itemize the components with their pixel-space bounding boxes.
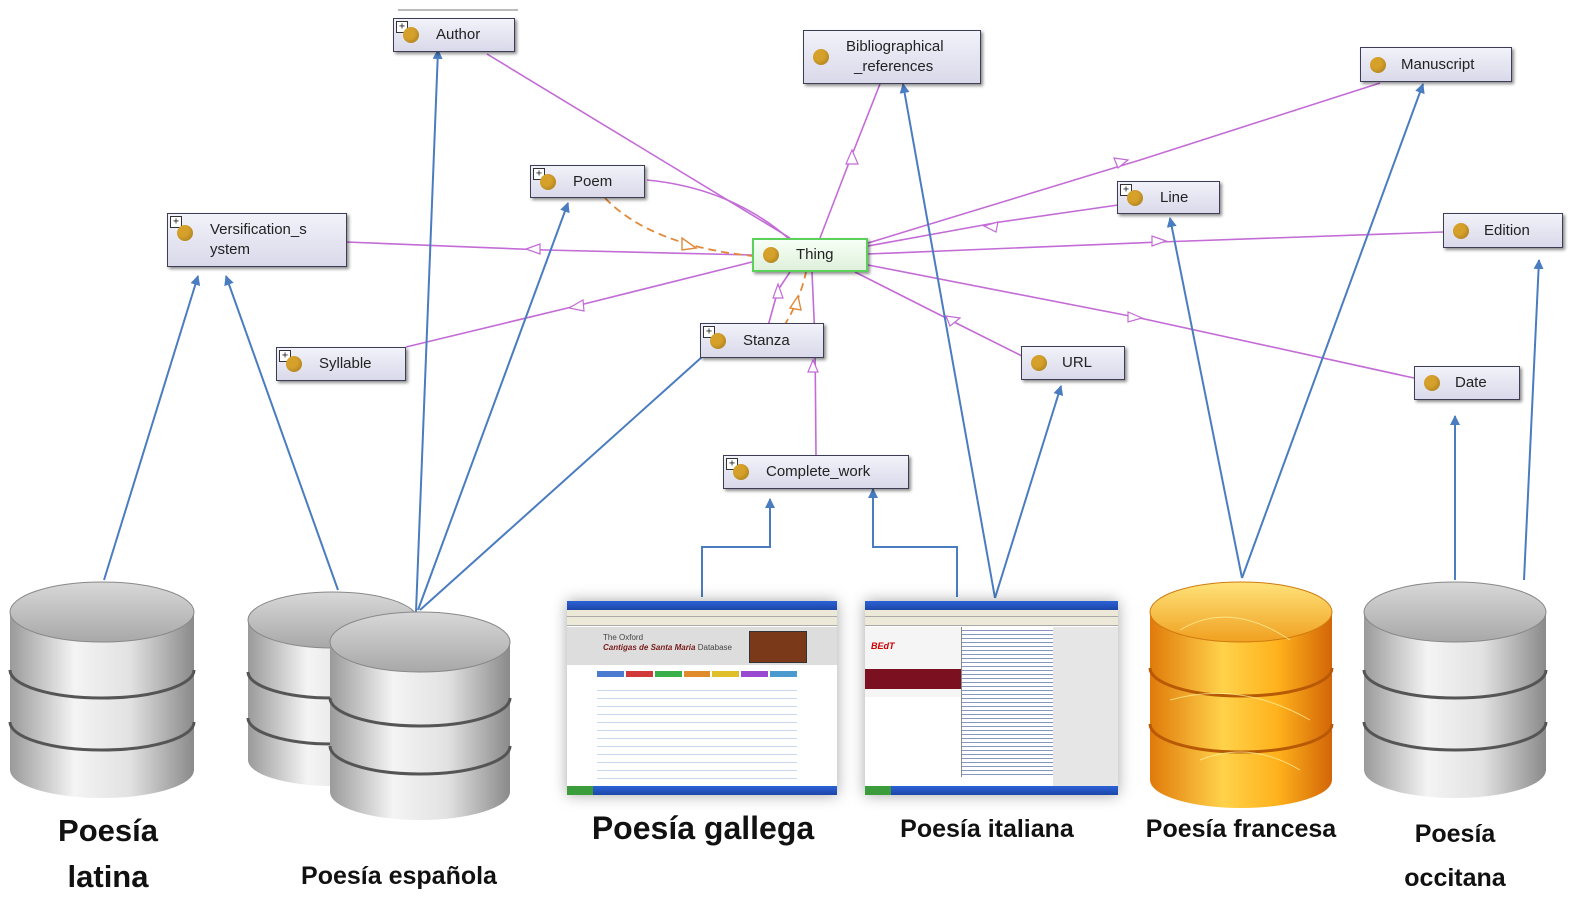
node-label: Syllable (319, 355, 372, 372)
arrowhead-stanza-inferred (788, 294, 802, 311)
arrowhead-line (982, 221, 999, 233)
node-url[interactable]: URL (1021, 346, 1125, 380)
mapping-arrows (103, 49, 1544, 613)
arrowhead-versification (524, 243, 541, 255)
node-poem[interactable]: + Poem (530, 165, 645, 198)
arrow-occitana-edition (1523, 259, 1544, 581)
node-label: Thing (796, 246, 834, 263)
label-poesia-italiana: Poesía italiana (900, 815, 1074, 843)
arrowhead-manuscript (1113, 157, 1130, 169)
label-poesia-espanola: Poesía española (301, 862, 497, 890)
node-label: Line (1160, 188, 1189, 206)
class-icon (710, 332, 726, 349)
node-edition[interactable]: Edition (1443, 213, 1563, 248)
arrow-espanola-stanza (419, 347, 713, 611)
edge-thing-versification (345, 241, 753, 256)
node-thing[interactable]: Thing (752, 238, 868, 272)
gallega-title-line2: Cantigas de Santa Maria Database (603, 643, 732, 652)
node-syllable[interactable]: + Syllable (276, 347, 406, 381)
class-icon (540, 173, 556, 190)
arrowhead-complete (807, 358, 819, 373)
node-label: Complete_work (766, 463, 871, 480)
arrowhead-syllable (567, 299, 585, 312)
edge-thing-author (486, 53, 791, 239)
arrow-francesa-line (1166, 217, 1243, 579)
node-date[interactable]: Date (1414, 366, 1520, 400)
arrow-espanola-poem (417, 202, 570, 611)
ontology-edge-arrowheads (524, 148, 1168, 373)
node-label: Edition (1484, 221, 1530, 239)
database-espanola-front-icon (328, 611, 512, 820)
node-manuscript[interactable]: Manuscript (1360, 47, 1512, 82)
edge-stanza-thing-inferred (783, 271, 807, 327)
inferred-arrowheads (681, 236, 802, 311)
node-label: URL (1062, 354, 1093, 371)
arrowhead-stanza (772, 282, 784, 299)
gallega-database-screenshot: The Oxford Cantigas de Santa Maria Datab… (567, 601, 837, 795)
arrow-francesa-manuscript (1241, 83, 1425, 579)
arrow-espanola-author (415, 49, 443, 613)
class-icon (1453, 222, 1469, 239)
gallega-title-line1: The Oxford (603, 633, 644, 642)
class-icon (403, 27, 419, 43)
node-label: Stanza (743, 331, 790, 349)
node-label: Poem (573, 172, 613, 190)
edge-thing-poem (646, 179, 789, 239)
node-label: Author (436, 26, 481, 43)
arrowhead-poem-inferred (681, 236, 698, 251)
node-complete-work[interactable]: + Complete_work (723, 455, 909, 489)
node-author[interactable]: + Author (393, 18, 515, 52)
edge-poem-thing-inferred (604, 197, 753, 257)
class-icon (1031, 355, 1047, 371)
ontology-edges (345, 53, 1444, 456)
italiana-logo: BEdT (871, 641, 895, 651)
node-versification-system[interactable]: + Versification_s ystem (167, 213, 347, 267)
node-line[interactable]: + Line (1117, 181, 1220, 214)
database-francesa-icon (1148, 581, 1334, 808)
edge-thing-manuscript (867, 82, 1381, 244)
italiana-database-screenshot: BEdT (865, 601, 1118, 795)
arrow-italiana-url (994, 385, 1064, 599)
class-icon (813, 49, 829, 65)
class-icon (733, 464, 749, 480)
arrow-latina-versification (103, 275, 201, 581)
database-latina-icon (8, 581, 196, 798)
label-poesia-francesa: Poesía francesa (1145, 815, 1337, 843)
database-occitana-icon (1362, 581, 1548, 798)
edge-thing-line (867, 204, 1119, 247)
edge-thing-stanza-a (767, 271, 791, 327)
arrow-espanola-versification (224, 275, 339, 591)
class-icon (1370, 56, 1386, 73)
class-icon (1127, 189, 1143, 206)
label-poesia-gallega: Poesía gallega (591, 810, 815, 846)
class-icon (286, 356, 302, 372)
node-label: Date (1455, 374, 1487, 391)
arrowhead-date (1127, 311, 1144, 323)
arrow-italiana-bibliographical (899, 83, 996, 599)
arrowhead-bibliographical (845, 148, 859, 165)
class-icon (763, 247, 779, 263)
class-icon (1424, 375, 1440, 391)
arrowhead-edition (1151, 235, 1168, 247)
class-icon (177, 224, 193, 241)
arrow-italiana-complete (868, 488, 958, 597)
node-stanza[interactable]: + Stanza (700, 323, 824, 358)
arrowhead-url (945, 315, 962, 327)
expand-icon[interactable]: + (170, 216, 182, 228)
node-bibliographical-references[interactable]: Bibliographical _references (803, 30, 981, 84)
arrow-gallega-complete (701, 498, 775, 597)
node-label: Versification_s ystem (210, 221, 307, 258)
node-label: Bibliographical _references (846, 38, 944, 75)
node-label: Manuscript (1401, 55, 1475, 73)
